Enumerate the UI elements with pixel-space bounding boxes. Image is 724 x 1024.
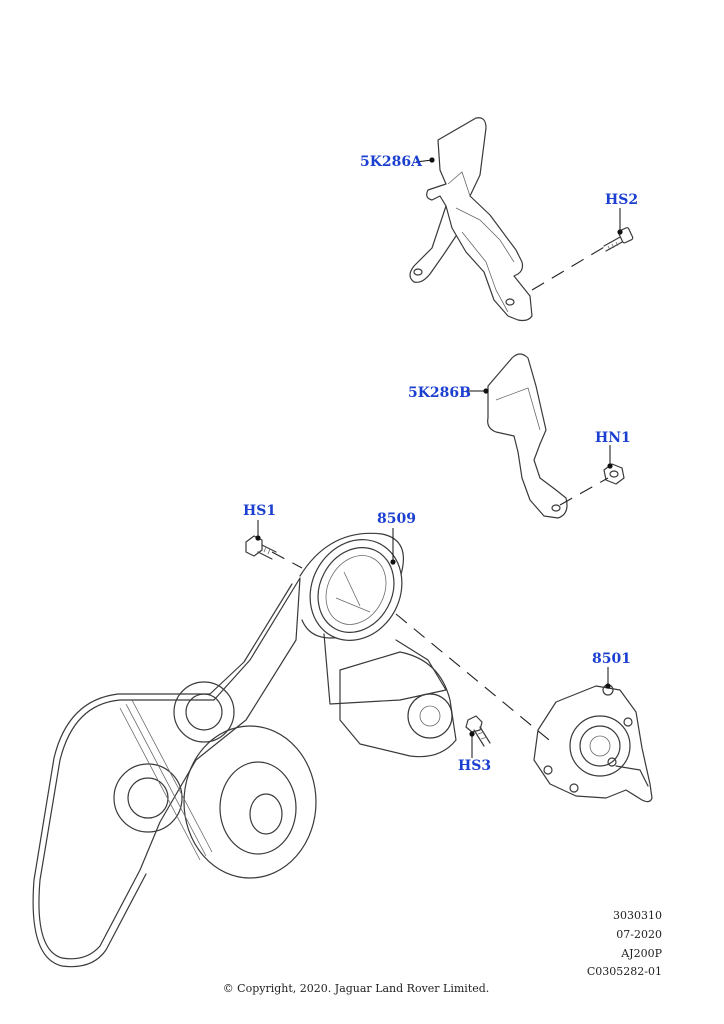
copyright-notice: © Copyright, 2020. Jaguar Land Rover Lim… — [222, 982, 490, 995]
label-5k286b[interactable]: 5K286B — [408, 385, 471, 401]
nut-hn1-drawing — [603, 463, 625, 485]
bolt-hs2-drawing — [603, 227, 634, 252]
pulley-8509-drawing — [299, 532, 404, 641]
label-hs2[interactable]: HS2 — [605, 192, 639, 208]
accessory-drive-assembly — [32, 577, 457, 968]
drawing-id: C0305282-01 — [586, 965, 662, 978]
assembly-center-lines — [271, 245, 609, 745]
label-8509[interactable]: 8509 — [377, 511, 416, 527]
bolt-hs3-drawing — [465, 715, 491, 747]
ref-number: 3030310 — [613, 909, 662, 922]
label-8501[interactable]: 8501 — [592, 651, 631, 667]
label-hs1[interactable]: HS1 — [243, 503, 277, 519]
label-leader-lines — [255, 157, 623, 758]
label-hn1[interactable]: HN1 — [595, 430, 631, 446]
label-hs3[interactable]: HS3 — [458, 758, 492, 774]
bracket-5k286a-drawing — [409, 117, 533, 322]
drawing-date: 07-2020 — [616, 928, 662, 941]
label-5k286a[interactable]: 5K286A — [360, 154, 422, 170]
bolt-hs1-drawing — [245, 535, 277, 560]
engine-code: AJ200P — [621, 947, 662, 960]
bracket-5k286b-drawing — [487, 353, 568, 519]
water-pump-8501-drawing — [533, 684, 653, 803]
